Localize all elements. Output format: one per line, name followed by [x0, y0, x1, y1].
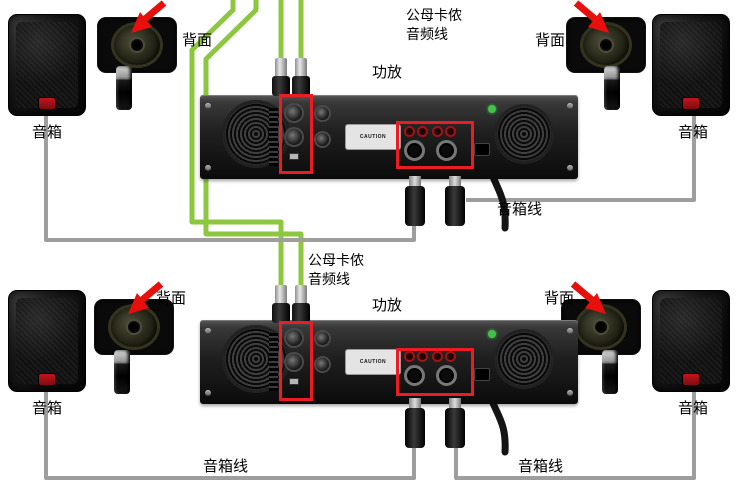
label-speaker: 音箱: [677, 400, 708, 417]
xlr-cable-line2: 音频线: [406, 26, 448, 42]
screw-icon: [205, 390, 211, 396]
amplifier-bottom: CAUTION: [200, 320, 578, 404]
label-amplifier: 功放: [372, 64, 403, 81]
label-speaker-cable: 音箱线: [497, 201, 543, 218]
label-speaker-cable: 音箱线: [203, 458, 249, 475]
speakon-output-2: [436, 365, 457, 386]
link-jack-2: [316, 358, 329, 371]
screw-icon: [567, 165, 573, 171]
mode-switch: [289, 378, 299, 385]
speaker-rear-panel-top-left: [98, 18, 176, 72]
label-speaker: 音箱: [31, 400, 62, 417]
speakon-plug-top-left: [116, 66, 132, 110]
power-inlet: [474, 143, 490, 156]
amplifier-top: CAUTION: [200, 95, 578, 179]
screw-icon: [205, 328, 211, 334]
power-inlet: [474, 368, 490, 381]
binding-post: [445, 351, 456, 362]
fan-grille-right: [496, 331, 552, 387]
vent-slots: [269, 108, 278, 166]
xlr-input-jack-1: [286, 330, 302, 346]
screw-icon: [567, 390, 573, 396]
output-highlight-box: [396, 348, 474, 396]
power-cords: [482, 148, 509, 456]
red-arrow-icon: [572, 0, 612, 36]
binding-post: [404, 351, 415, 362]
speaker-cabinet-top-left: [8, 14, 86, 116]
screw-icon: [205, 103, 211, 109]
speakon-output-1: [404, 365, 425, 386]
label-xlr-cable: 公母卡侬 音频线: [308, 251, 364, 289]
speaker-cables: [44, 115, 696, 480]
label-rear: 背面: [182, 32, 213, 49]
binding-post: [432, 351, 443, 362]
label-xlr-cable: 公母卡侬 音频线: [406, 6, 462, 44]
speaker-cabinet-bottom-left: [8, 290, 86, 392]
screw-icon: [567, 103, 573, 109]
mode-switch: [289, 153, 299, 160]
label-rear: 背面: [544, 290, 575, 307]
speakon-output-1: [404, 140, 425, 161]
speakon-plug-top-right: [604, 66, 620, 110]
red-arrow-icon: [125, 281, 165, 317]
input-highlight-box: [279, 94, 313, 174]
label-speaker: 音箱: [677, 124, 708, 141]
speakon-plug-bottom-left: [114, 350, 130, 394]
label-rear: 背面: [535, 32, 566, 49]
label-amplifier: 功放: [372, 297, 403, 314]
label-rear: 背面: [156, 290, 187, 307]
speakon-cable-connector: [405, 176, 425, 228]
xlr-input-jack-2: [286, 129, 302, 145]
xlr-male-plug: [292, 285, 310, 323]
binding-post: [445, 126, 456, 137]
xlr-input-jack-2: [286, 354, 302, 370]
xlr-cable-line1: 公母卡侬: [406, 7, 462, 23]
link-jack-1: [316, 332, 329, 345]
speakon-cable-connector: [445, 398, 465, 450]
fan-grille-right: [496, 106, 552, 162]
speakon-output-2: [436, 140, 457, 161]
speaker-cabinet-bottom-right: [652, 290, 730, 392]
xlr-male-plug: [272, 285, 290, 323]
binding-post: [404, 126, 415, 137]
speaker-cabinet-top-right: [652, 14, 730, 116]
power-button: [488, 330, 496, 338]
caution-label: CAUTION: [346, 125, 400, 149]
binding-post: [417, 126, 428, 137]
binding-post: [432, 126, 443, 137]
power-button: [488, 105, 496, 113]
xlr-cable-line2: 音频线: [308, 271, 350, 287]
binding-post: [417, 351, 428, 362]
xlr-male-plug: [292, 58, 310, 96]
link-jack-1: [316, 107, 329, 120]
speakon-plug-bottom-right: [602, 350, 618, 394]
output-highlight-box: [396, 121, 474, 169]
label-speaker: 音箱: [31, 124, 62, 141]
caution-label: CAUTION: [346, 350, 400, 374]
xlr-male-plug: [272, 58, 290, 96]
link-jack-2: [316, 133, 329, 146]
vent-slots: [269, 333, 278, 391]
screw-icon: [205, 165, 211, 171]
speakon-cable-connector: [405, 398, 425, 450]
input-highlight-box: [279, 321, 313, 401]
label-speaker-cable: 音箱线: [518, 458, 564, 475]
speakon-cable-connector: [445, 176, 465, 228]
red-arrow-icon: [128, 0, 168, 36]
screw-icon: [567, 328, 573, 334]
xlr-input-jack-1: [286, 105, 302, 121]
red-arrow-icon: [569, 281, 609, 317]
xlr-cable-line1: 公母卡侬: [308, 252, 364, 268]
